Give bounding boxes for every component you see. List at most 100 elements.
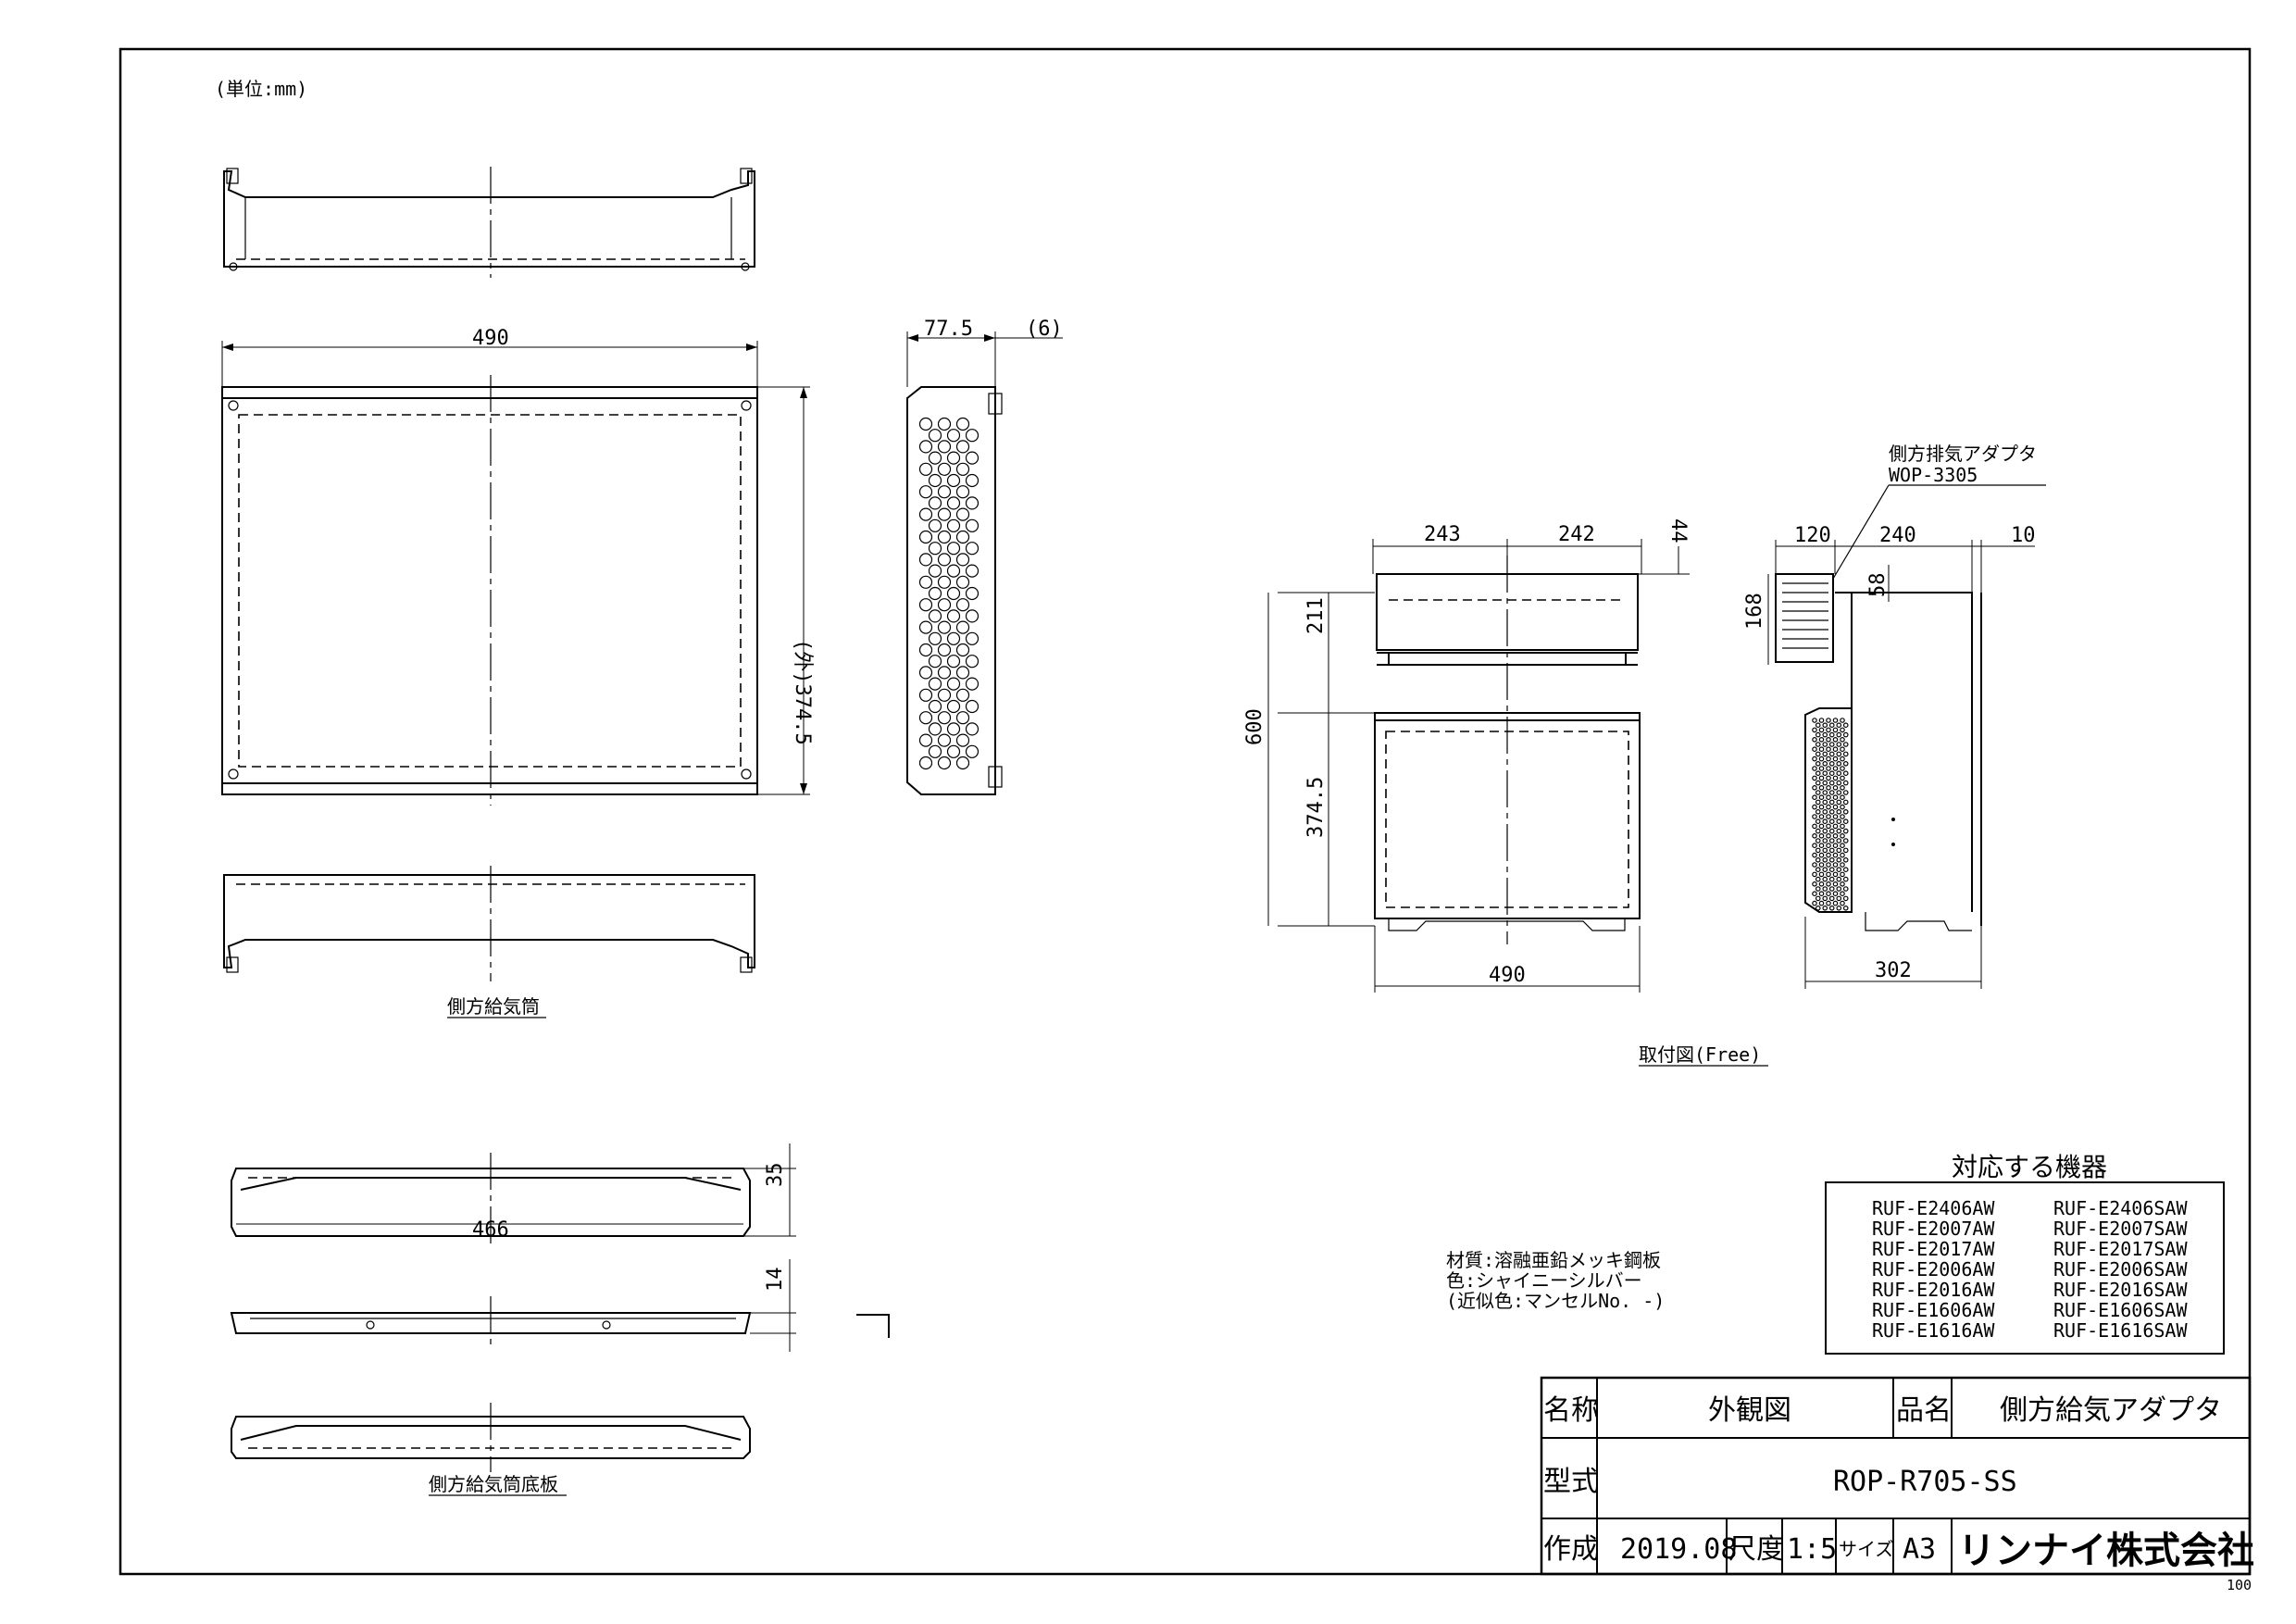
unit-note: (単位:mm) — [215, 78, 307, 100]
dim-side-tab: (6) — [1026, 318, 1063, 341]
perforation-hole — [937, 485, 952, 499]
perforation-hole — [955, 485, 970, 499]
perforation-hole — [1826, 852, 1831, 858]
perforation-hole — [928, 518, 942, 532]
perforation-hole — [955, 440, 970, 454]
dim-mount-top-gap: 44 — [1666, 518, 1690, 543]
perforation-hole — [955, 575, 970, 589]
dim-side-gap: 10 — [2011, 524, 2036, 547]
perforation-hole — [1840, 736, 1845, 743]
perforation-hole — [1822, 799, 1828, 806]
perforation-hole — [1822, 770, 1828, 777]
perforation-hole — [1840, 794, 1845, 801]
perforation-hole — [1828, 867, 1835, 873]
perforation-hole — [946, 564, 961, 578]
dim-outer-height: (外)374.5 — [791, 639, 814, 745]
perforation-hole — [1840, 718, 1845, 723]
perforation-hole — [1828, 905, 1835, 911]
supply-tube-bottom-view: 側方給気筒 — [223, 866, 755, 1018]
perforation-hole — [918, 598, 933, 612]
perforation-hole — [1836, 722, 1842, 729]
perforation-hole — [1815, 799, 1821, 806]
perforation-hole — [937, 756, 952, 770]
perforation-hole — [965, 496, 980, 510]
perforation-hole — [1828, 808, 1835, 815]
perforation-hole — [1836, 770, 1842, 777]
perforation-hole — [928, 655, 942, 668]
perforation-hole — [1826, 900, 1831, 906]
perforation-hole — [946, 655, 961, 668]
perforation-hole — [1840, 756, 1845, 762]
perforation-hole — [1812, 814, 1817, 819]
perforation-hole — [1815, 731, 1821, 738]
perforation-hole — [928, 496, 942, 510]
perforation-hole — [1842, 856, 1849, 863]
perforation-hole — [937, 688, 952, 702]
supply-tube-side-view: 77.5 (6) — [906, 318, 1063, 795]
perforation-hole — [1828, 828, 1835, 834]
perforation-hole — [918, 575, 933, 589]
tb-made-value: 2019.08 — [1620, 1533, 1737, 1566]
perforation-hole — [1822, 876, 1828, 882]
perforation-hole — [1826, 862, 1831, 868]
perforation-hole — [1818, 775, 1825, 781]
tb-product-label: 品名 — [1896, 1394, 1952, 1427]
compatible-a-1: RUF-E2406AW — [1872, 1197, 1995, 1219]
perforation-hole — [937, 643, 952, 657]
perforation-hole — [937, 733, 952, 747]
perforation-hole — [1812, 804, 1817, 810]
tb-company: リンナイ株式会社 — [1958, 1530, 2254, 1572]
perforation-hole — [918, 417, 933, 431]
perforation-hole — [1842, 818, 1849, 825]
side-perforation-pattern — [1812, 718, 1849, 911]
perforation-hole — [937, 440, 952, 454]
perforation-hole — [965, 429, 980, 443]
perforation-hole — [1815, 876, 1821, 882]
perforation-hole — [955, 666, 970, 680]
perforation-hole — [1828, 847, 1835, 854]
perforation-hole — [937, 620, 952, 634]
perforation-hole — [1842, 751, 1849, 757]
perforation-hole — [1818, 718, 1825, 723]
perforation-hole — [955, 620, 970, 634]
perforation-hole — [1822, 905, 1828, 911]
perforation-hole — [937, 462, 952, 476]
perforation-hole — [1832, 843, 1839, 849]
perforation-hole — [1815, 886, 1821, 892]
perforation-hole — [918, 507, 933, 521]
supply-tube-front-view: 490 (外)374.5 — [221, 327, 814, 806]
perforation-hole — [1812, 891, 1817, 897]
perforation-hole — [955, 688, 970, 702]
perforation-hole — [1826, 891, 1831, 897]
compatible-a-4: RUF-E2006AW — [1872, 1258, 1995, 1280]
perforation-hole — [1815, 751, 1821, 757]
perforation-hole — [1815, 722, 1821, 729]
perforation-hole — [937, 507, 952, 521]
perforation-hole — [955, 553, 970, 567]
perforation-hole — [1818, 823, 1825, 830]
perforation-hole — [1836, 828, 1842, 834]
perforation-hole — [1828, 876, 1835, 882]
perforation-hole — [1832, 814, 1839, 819]
perforation-hole — [1812, 718, 1817, 723]
perforation-hole — [1836, 895, 1842, 902]
dim-side-adapter-w: 120 — [1794, 524, 1831, 547]
perforation-hole — [1815, 856, 1821, 863]
perforation-hole — [1812, 746, 1817, 753]
perforation-hole — [1826, 814, 1831, 819]
compatible-a-2: RUF-E2007AW — [1872, 1218, 1995, 1240]
perforation-hole — [1842, 828, 1849, 834]
compatible-b-1: RUF-E2406SAW — [2053, 1197, 2188, 1219]
perforation-hole — [1812, 832, 1817, 839]
perforation-hole — [1832, 727, 1839, 733]
perforation-hole — [1812, 900, 1817, 906]
perforation-hole — [1840, 814, 1845, 819]
perforation-hole — [1840, 746, 1845, 753]
perforation-hole — [1818, 784, 1825, 791]
perforation-hole — [1828, 799, 1835, 806]
perforation-hole — [1812, 756, 1817, 762]
perforation-hole — [1832, 736, 1839, 743]
sheet-border — [119, 47, 2252, 1576]
perforation-hole — [1822, 895, 1828, 902]
perforation-hole — [1826, 823, 1831, 830]
